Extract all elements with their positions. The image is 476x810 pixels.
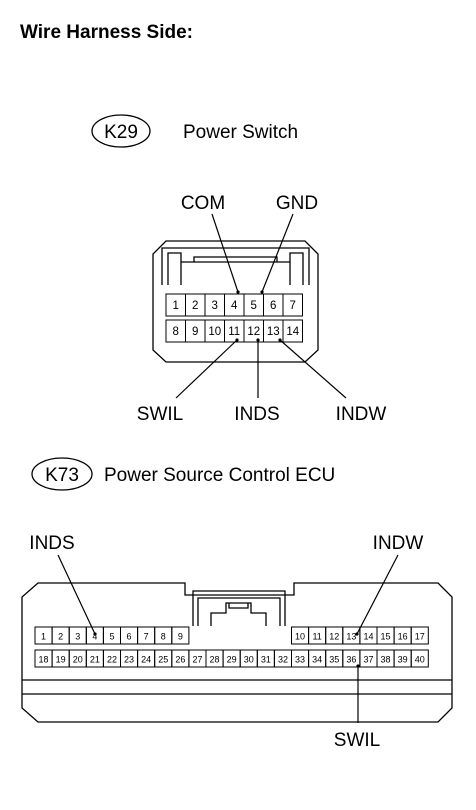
- pin-number: 30: [244, 655, 254, 665]
- pin-number: 13: [267, 326, 280, 338]
- k73-connector: [21, 582, 453, 723]
- pin-number: 19: [56, 655, 66, 665]
- k73-leader-dots: [93, 632, 360, 668]
- k73-leaders: [57, 554, 399, 723]
- k29-label-com: COM: [181, 193, 225, 214]
- pin-number: 14: [363, 632, 373, 642]
- k29-leader-dots: [235, 290, 282, 342]
- pin-number: 23: [124, 655, 134, 665]
- pin-number: 15: [381, 632, 391, 642]
- pin-number: 40: [415, 655, 425, 665]
- pin-number: 5: [251, 300, 257, 312]
- pin-number: 12: [329, 632, 339, 642]
- pin-number: 3: [212, 300, 218, 312]
- pin-number: 32: [278, 655, 288, 665]
- pin-number: 24: [141, 655, 151, 665]
- pin-number: 25: [158, 655, 168, 665]
- k29-label-swil: SWIL: [137, 404, 183, 425]
- k29-label-indw: INDW: [336, 404, 387, 425]
- pin-cell: [282, 293, 303, 317]
- k73-label-indw: INDW: [373, 533, 424, 554]
- pin-number: 33: [295, 655, 305, 665]
- pin-number: 16: [398, 632, 408, 642]
- pin-number: 4: [92, 632, 97, 642]
- pin-number: 11: [312, 632, 321, 642]
- heading: Wire Harness Side:: [20, 22, 193, 43]
- k29-name: Power Switch: [183, 122, 298, 143]
- pin-number: 26: [175, 655, 185, 665]
- pin-number: 9: [178, 632, 183, 642]
- pin-number: 11: [228, 326, 240, 338]
- k73-name: Power Source Control ECU: [104, 465, 335, 486]
- pin-number: 8: [161, 632, 166, 642]
- k73-label-swil: SWIL: [334, 730, 380, 751]
- pin-number: 1: [41, 632, 46, 642]
- k73-code: K73: [45, 465, 79, 486]
- pin-number: 13: [346, 632, 356, 642]
- pin-number: 14: [286, 326, 299, 338]
- pin-number: 9: [192, 326, 198, 338]
- pin-number: 38: [381, 655, 391, 665]
- pin-cell: [410, 649, 429, 668]
- pin-number: 12: [247, 326, 260, 338]
- pin-cell: [282, 319, 303, 343]
- pin-number: 5: [109, 632, 114, 642]
- pin-number: 29: [227, 655, 237, 665]
- k29-label-inds: INDS: [234, 404, 279, 425]
- pin-number: 39: [398, 655, 408, 665]
- pin-number: 27: [192, 655, 202, 665]
- k29-leaders: [175, 213, 347, 399]
- pin-number: 21: [90, 655, 100, 665]
- k73-code-oval: [31, 457, 93, 491]
- pin-number: 7: [144, 632, 149, 642]
- pin-number: 31: [261, 655, 271, 665]
- pin-number: 2: [58, 632, 63, 642]
- pin-number: 2: [192, 300, 198, 312]
- pin-number: 1: [173, 300, 179, 312]
- pin-number: 8: [173, 326, 179, 338]
- pin-number: 34: [312, 655, 322, 665]
- pin-number: 17: [415, 632, 425, 642]
- pin-cell: [410, 626, 429, 645]
- pin-number: 37: [363, 655, 373, 665]
- pin-number: 10: [208, 326, 221, 338]
- pin-number: 20: [73, 655, 83, 665]
- k29-label-gnd: GND: [276, 193, 318, 214]
- pin-number: 3: [75, 632, 80, 642]
- pin-number: 18: [39, 655, 49, 665]
- k73-label-inds: INDS: [29, 533, 74, 554]
- pin-number: 6: [127, 632, 132, 642]
- pin-number: 22: [107, 655, 117, 665]
- pin-number: 6: [270, 300, 276, 312]
- k29-code-oval: [91, 114, 151, 148]
- k29-code: K29: [104, 122, 138, 143]
- pin-cell: [171, 626, 190, 645]
- pin-number: 4: [231, 300, 238, 312]
- pin-number: 35: [329, 655, 339, 665]
- pin-number: 36: [346, 655, 356, 665]
- pin-number: 10: [295, 632, 305, 642]
- pin-number: 7: [290, 300, 296, 312]
- pin-number: 28: [210, 655, 220, 665]
